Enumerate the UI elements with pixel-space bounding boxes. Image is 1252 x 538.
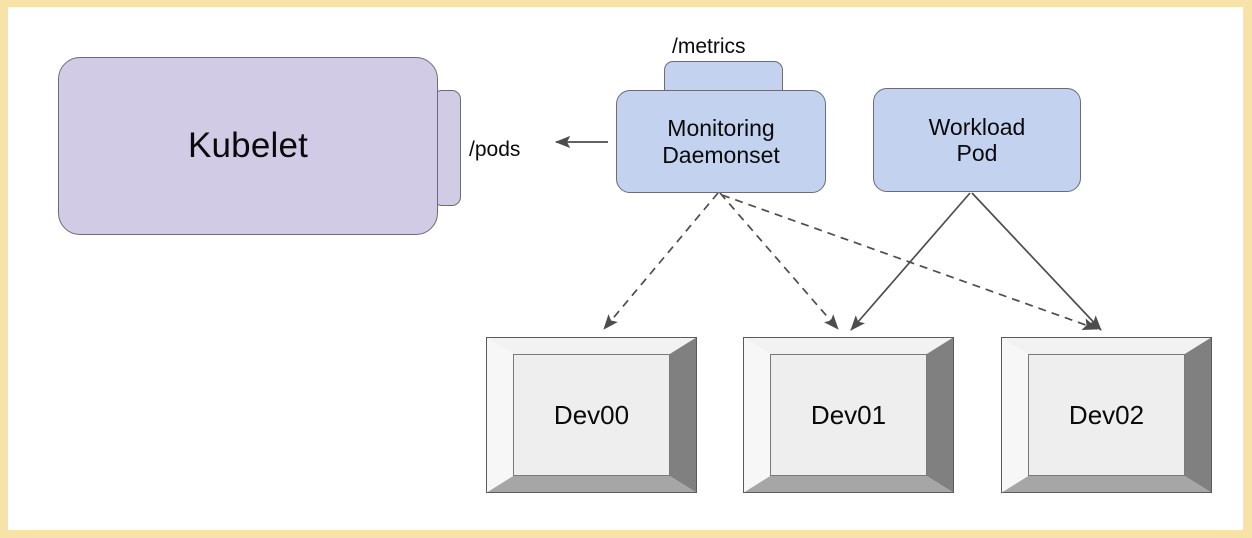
device-bevel-right bbox=[669, 337, 697, 493]
device-node-dev01[interactable]: Dev01 bbox=[743, 337, 954, 493]
edge-monitoring-to-dev02 bbox=[721, 194, 1098, 330]
device-node-dev00[interactable]: Dev00 bbox=[486, 337, 697, 493]
edge-monitoring-to-dev01 bbox=[719, 192, 839, 330]
node-monitoring-daemonset[interactable]: Monitoring Daemonset bbox=[616, 90, 826, 193]
device-label: Dev02 bbox=[1068, 399, 1145, 430]
edge-workload-to-dev02 bbox=[971, 192, 1102, 331]
node-kubelet-label: Kubelet bbox=[187, 126, 309, 166]
device-bevel-bottom bbox=[1001, 475, 1212, 493]
node-workload-pod[interactable]: Workload Pod bbox=[873, 88, 1081, 192]
node-monitoring-line1: Monitoring bbox=[667, 115, 775, 142]
device-label: Dev01 bbox=[810, 399, 887, 430]
device-screen: Dev00 bbox=[513, 354, 670, 476]
device-screen: Dev02 bbox=[1028, 354, 1185, 476]
device-bevel bbox=[1001, 337, 1212, 493]
diagram-surface: Kubelet /pods /metrics Monitoring Daemon… bbox=[8, 7, 1243, 530]
device-bevel-right bbox=[1184, 337, 1212, 493]
device-outline bbox=[486, 337, 697, 493]
device-bevel-right bbox=[926, 337, 954, 493]
edge-workload-to-dev01 bbox=[850, 192, 971, 331]
device-bevel-top bbox=[743, 337, 954, 355]
device-screen: Dev01 bbox=[770, 354, 927, 476]
device-bevel-top bbox=[486, 337, 697, 355]
node-kubelet[interactable]: Kubelet bbox=[58, 57, 438, 235]
device-outline bbox=[743, 337, 954, 493]
device-bevel-top bbox=[1001, 337, 1212, 355]
device-bevel-left bbox=[486, 337, 514, 493]
device-node-dev02[interactable]: Dev02 bbox=[1001, 337, 1212, 493]
device-bevel-bottom bbox=[486, 475, 697, 493]
device-outline bbox=[1001, 337, 1212, 493]
device-bevel bbox=[743, 337, 954, 493]
node-workload-line1: Workload bbox=[928, 113, 1026, 140]
device-bevel bbox=[486, 337, 697, 493]
node-monitoring-line2: Daemonset bbox=[662, 141, 780, 168]
node-monitoring-daemonset-label: Monitoring Daemonset bbox=[662, 115, 780, 167]
device-bevel-bottom bbox=[743, 475, 954, 493]
device-bevel-left bbox=[743, 337, 771, 493]
device-bevel-left bbox=[1001, 337, 1029, 493]
edge-monitoring-to-dev00 bbox=[603, 192, 719, 330]
node-workload-pod-label: Workload Pod bbox=[929, 114, 1026, 166]
edge-label-pods: /pods bbox=[469, 138, 521, 161]
device-label: Dev00 bbox=[553, 399, 630, 430]
edge-label-metrics: /metrics bbox=[672, 35, 746, 58]
node-workload-line2: Pod bbox=[956, 140, 998, 166]
